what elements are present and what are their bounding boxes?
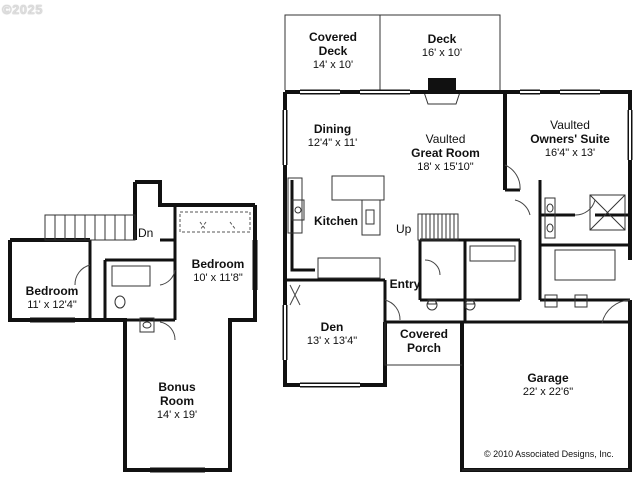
owners-suite-pre: Vaulted — [550, 118, 590, 132]
great-room-dim: 18' x 15'10" — [417, 161, 474, 173]
copyright-text: © 2010 Associated Designs, Inc. — [484, 449, 614, 459]
owners-bath-fixtures — [544, 194, 626, 281]
main-stairs — [417, 213, 459, 241]
kitchen-label: Kitchen — [306, 214, 366, 228]
upper-bath-fixtures — [111, 265, 155, 333]
deck-outline — [284, 14, 501, 90]
bedroom-right-dim: 10' x 11'8" — [193, 272, 243, 284]
main-window-frames — [282, 89, 633, 388]
bedroom-right-name: Bedroom — [191, 257, 245, 271]
den-label: Den 13' x 13'4" — [300, 320, 364, 348]
kitchen-name: Kitchen — [313, 214, 358, 228]
upper-exterior-walls — [8, 180, 257, 472]
covered-deck-dim: 14' x 10' — [312, 59, 354, 71]
bedroom-right-label: Bedroom 10' x 11'8" — [184, 257, 252, 285]
upper-windows — [30, 240, 258, 473]
great-room-name: Great Room — [411, 146, 480, 160]
bedroom-left-dim: 11' x 12'4" — [27, 299, 77, 311]
chimney — [428, 78, 456, 92]
dining-name: Dining — [313, 122, 352, 136]
owners-suite-label: Vaulted Owners' Suite 16'4" x 13' — [520, 118, 620, 160]
garage-dim: 22' x 22'6" — [522, 386, 574, 398]
upper-interior-walls — [88, 205, 177, 322]
covered-deck-label: Covered Deck 14' x 10' — [303, 30, 363, 72]
watermark: ©2025 — [2, 2, 43, 17]
entry-name: Entry — [389, 277, 421, 291]
entry-label: Entry — [385, 277, 425, 291]
main-door-swings — [289, 164, 631, 324]
deck-name: Deck — [427, 32, 457, 46]
stairs-down-label: Dn — [138, 226, 154, 240]
great-room-label: Vaulted Great Room 18' x 15'10" — [398, 132, 493, 174]
covered-deck-name-2: Deck — [318, 44, 348, 58]
bonus-room-dim: 14' x 19' — [156, 409, 198, 421]
great-room-pre: Vaulted — [425, 132, 466, 146]
main-interior-walls — [285, 180, 630, 324]
den-name: Den — [320, 320, 344, 334]
covered-porch-name-2: Porch — [406, 341, 441, 355]
owners-suite-dim: 16'4" x 13' — [544, 147, 596, 159]
dining-label: Dining 12'4" x 11' — [300, 122, 365, 150]
covered-deck-name-1: Covered — [308, 30, 358, 44]
covered-porch-label: Covered Porch — [392, 327, 456, 355]
deck-dim: 16' x 10' — [421, 47, 463, 59]
den-dim: 13' x 13'4" — [306, 335, 358, 347]
upper-closets — [179, 211, 251, 233]
upper-stairs — [44, 214, 136, 241]
garage-details — [462, 294, 630, 471]
upper-door-swings — [74, 264, 176, 341]
porch-outline — [384, 322, 462, 366]
bedroom-left-label: Bedroom 11' x 12'4" — [18, 284, 86, 312]
bonus-room-name-1: Bonus — [158, 380, 196, 394]
kitchen-counters — [287, 175, 385, 279]
covered-porch-name-1: Covered — [399, 327, 449, 341]
dining-dim: 12'4" x 11' — [307, 137, 358, 149]
main-windows — [284, 91, 631, 386]
bedroom-left-name: Bedroom — [25, 284, 79, 298]
garage-name: Garage — [527, 371, 569, 385]
deck-label: Deck 16' x 10' — [412, 32, 472, 60]
utility-fixtures — [426, 245, 516, 311]
garage-label: Garage 22' x 22'6" — [508, 371, 588, 399]
bonus-room-name-2: Room — [160, 394, 194, 408]
owners-suite-name: Owners' Suite — [530, 132, 610, 146]
bonus-room-label: Bonus Room 14' x 19' — [145, 380, 209, 422]
stairs-up-label: Up — [396, 222, 412, 236]
